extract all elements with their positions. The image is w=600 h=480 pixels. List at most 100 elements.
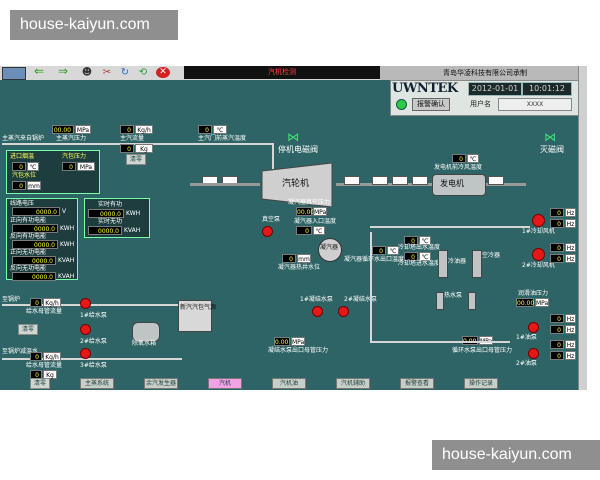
fan1-hz1-unit: Hz xyxy=(565,208,576,217)
tower-in-unit: ℃ xyxy=(419,252,431,261)
coupling-block xyxy=(372,176,388,185)
steam-drum-box xyxy=(178,300,212,332)
oil-hz1-value: 0 xyxy=(550,314,564,323)
user-icon[interactable]: ☻ xyxy=(81,67,93,78)
turbine-label: 汽轮机 xyxy=(282,179,310,189)
feed-pump-2-icon[interactable] xyxy=(80,324,91,335)
inlet-temp-unit: ℃ xyxy=(27,162,39,171)
drum-level-label: 汽包水位 xyxy=(12,172,37,179)
fan1-hz2-unit: Hz xyxy=(565,219,576,228)
fan2-hz1-unit: Hz xyxy=(565,243,576,252)
main-flow-value: 0 xyxy=(120,125,134,134)
tools-icon[interactable]: ✂ xyxy=(102,67,112,78)
rt-reactive-unit: KVAH xyxy=(124,227,141,234)
exhaust-temp-unit: ℃ xyxy=(313,226,325,235)
cooling-fan-2-label: 2#冷却风机 xyxy=(522,262,555,269)
cold-air-unit: ℃ xyxy=(467,154,479,163)
feed-pump-1-icon[interactable] xyxy=(80,298,91,309)
coupling-block xyxy=(488,176,504,185)
oil-pump-2-icon[interactable] xyxy=(528,348,539,359)
oil-pump-1-icon[interactable] xyxy=(528,322,539,333)
oil-hz3-unit: Hz xyxy=(565,340,576,349)
scrollbar[interactable] xyxy=(578,66,587,390)
feed-flow1-value: 0 xyxy=(30,298,42,307)
company-name: 青岛华凌科技有限公司承制 xyxy=(443,69,527,77)
feed-flow2-label: 给水母管流量 xyxy=(26,362,63,369)
pos-reactive-label: 正向无功电能 xyxy=(10,249,47,256)
oil-pump-1-label: 1#油泵 xyxy=(516,334,537,341)
main-flow-unit: Kg/h xyxy=(135,125,153,134)
pos-reactive-unit: KVAH xyxy=(58,257,75,264)
tower-out-label: 冷却塔出水温度 xyxy=(398,244,441,251)
exhaust-pressure-label: 凝汽器真空压力 xyxy=(288,199,331,206)
rev-active-label: 反向有功电能 xyxy=(10,233,47,240)
stop-valve-icon[interactable]: ⋈ xyxy=(287,130,299,144)
refresh-icon[interactable]: ↻ xyxy=(120,67,130,78)
return-pressure-label: 循环水泵出口母管压力 xyxy=(452,347,513,354)
drum-level-unit: mm xyxy=(27,181,41,190)
fan2-hz2-unit: Hz xyxy=(565,254,576,263)
sync-icon[interactable]: ⟲ xyxy=(138,67,148,78)
status-light-icon xyxy=(396,99,407,110)
main-temp-value: 0 xyxy=(198,125,212,134)
alarm-confirm-button[interactable]: 报警确认 xyxy=(412,98,450,111)
main-pressure-label: 主蒸汽压力 xyxy=(56,135,87,142)
drum-level-value: 0 xyxy=(12,181,26,190)
main-pressure-unit: MPa xyxy=(75,125,91,134)
nav-turbine-oil[interactable]: 汽机油 xyxy=(272,378,306,389)
nav-waste-heat[interactable]: 余汽发生器 xyxy=(144,378,178,389)
pump-pressure-unit: MPa xyxy=(291,337,305,346)
condenser-icon[interactable] xyxy=(318,238,342,262)
feed-pump-2-label: 2#给水泵 xyxy=(80,338,107,345)
drum-pressure-label: 汽包压力 xyxy=(62,153,87,160)
fan2-hz2-value: 0 xyxy=(550,254,564,263)
tower-in-label: 冷却塔进水温度 xyxy=(398,260,441,267)
air-cooler-shape xyxy=(472,250,482,278)
rt-reactive-label: 实时无功 xyxy=(98,218,123,225)
nav-alarm-view[interactable]: 报警查看 xyxy=(400,378,434,389)
feed-pump-3-icon[interactable] xyxy=(80,348,91,359)
feed-pump-1-label: 1#给水泵 xyxy=(80,312,107,319)
nav-turbine[interactable]: 汽机 xyxy=(208,378,242,389)
cooling-fan-2-icon[interactable] xyxy=(532,248,545,261)
voltage-value: 0000.0 xyxy=(12,207,60,216)
lube-pressure-unit: MPa xyxy=(535,298,549,307)
tower-in-value: 0 xyxy=(404,252,418,261)
feed-clear2-button[interactable]: 清零 xyxy=(30,378,50,389)
back-arrow-icon[interactable]: ⇐ xyxy=(33,64,45,78)
generator-shape xyxy=(432,174,486,196)
oil-cooler-label: 冷油器 xyxy=(448,258,467,265)
cooling-fan-1-icon[interactable] xyxy=(532,214,545,227)
feed-clear1-button[interactable]: 清零 xyxy=(18,324,38,335)
inlet-temp-value: 0 xyxy=(12,162,26,171)
brand-bar xyxy=(380,66,578,80)
coupling-block xyxy=(344,176,360,185)
feed-flow1-label: 给水母管流量 xyxy=(26,308,63,315)
circ-out-label: 凝汽器循环水出口温度 xyxy=(344,256,405,263)
monitor-icon[interactable] xyxy=(2,67,26,80)
oil-hz1-unit: Hz xyxy=(565,314,576,323)
oil-hz2-value: 0 xyxy=(550,325,564,334)
condensate-pump-1-icon[interactable] xyxy=(312,306,323,317)
pos-active-value: 0000.0 xyxy=(12,224,58,233)
nav-turbine-aux[interactable]: 汽机辅助 xyxy=(336,378,370,389)
forward-arrow-icon[interactable]: ⇒ xyxy=(57,64,69,78)
fan2-hz1-value: 0 xyxy=(550,243,564,252)
nav-main-steam[interactable]: 主蒸系统 xyxy=(80,378,114,389)
feed-kg-unit: Kg xyxy=(43,370,57,379)
demag-valve-icon[interactable]: ⋈ xyxy=(544,130,556,144)
pump-pressure-value: 0.00 xyxy=(274,337,290,346)
steam-clear-button[interactable]: 清零 xyxy=(126,154,146,165)
nav-operation-log[interactable]: 操作记录 xyxy=(464,378,498,389)
oil-hz3-value: 0 xyxy=(550,340,564,349)
oil-pump-2-label: 2#油泵 xyxy=(516,360,537,367)
vacuum-pump-icon[interactable] xyxy=(262,226,273,237)
cold-air-value: 0 xyxy=(452,154,466,163)
feed-pipe xyxy=(2,358,182,360)
drum-pressure-value: 0 xyxy=(62,162,76,171)
condensate-pump-2-icon[interactable] xyxy=(338,306,349,317)
rt-active-label: 实时有功 xyxy=(98,201,123,208)
vacuum-pump-label: 真空泵 xyxy=(262,216,281,223)
close-icon[interactable]: ✕ xyxy=(156,67,170,78)
feed-pipe xyxy=(2,304,182,306)
